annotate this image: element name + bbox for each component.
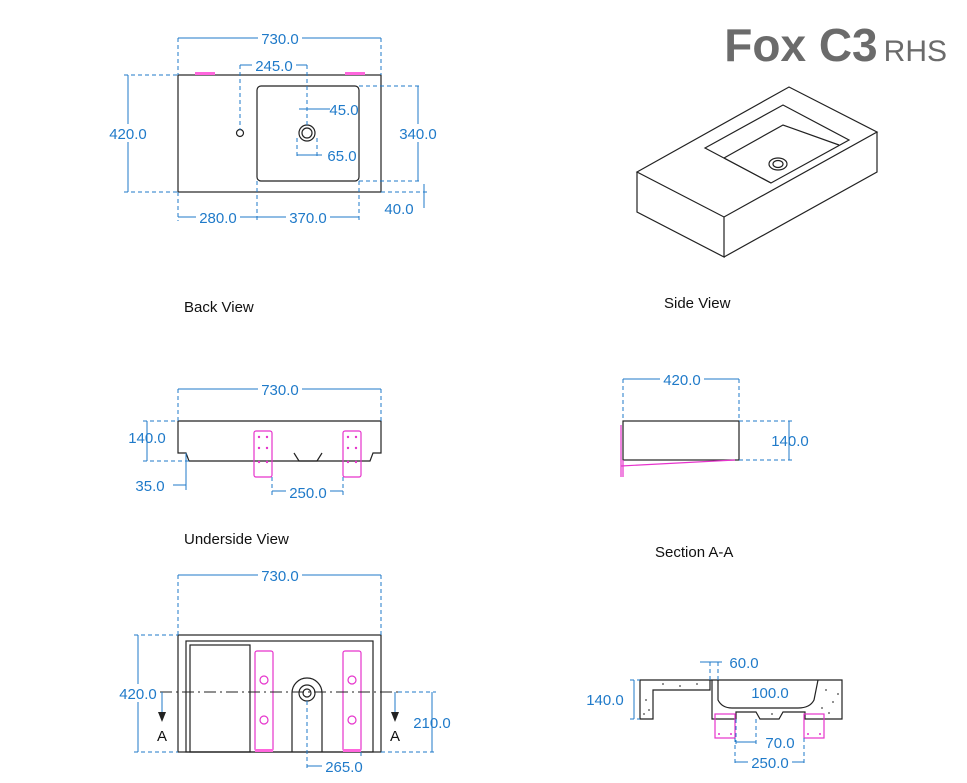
dim-section-bowl: 100.0 [751, 685, 789, 702]
dim-section-waste: 70.0 [765, 735, 794, 752]
dim-back-height: 140.0 [128, 430, 166, 447]
dim-top-width: 730.0 [261, 31, 299, 48]
section-marker-right: A [390, 728, 400, 745]
dim-top-hole: 45.0 [329, 102, 358, 119]
dim-under-depth: 420.0 [119, 686, 157, 703]
label-side-view: Side View [664, 295, 731, 312]
dim-top-bowl-height: 340.0 [399, 126, 437, 143]
dim-top-hole2: 65.0 [327, 148, 356, 165]
dim-top-left: 280.0 [199, 210, 237, 227]
dim-top-edge: 40.0 [384, 201, 413, 218]
dim-back-width: 730.0 [261, 382, 299, 399]
label-underside-view: Underside View [184, 531, 289, 548]
dim-section-bracket: 250.0 [751, 755, 789, 772]
section-view: 140.0 60.0 100.0 70.0 250.0 [586, 655, 843, 772]
dim-top-offset: 245.0 [255, 58, 293, 75]
dim-under-waste: 265.0 [325, 759, 363, 776]
dim-top-bowl-width: 370.0 [289, 210, 327, 227]
bowl-outline [256, 85, 360, 182]
tap-hole [235, 128, 245, 138]
dim-top-height: 420.0 [109, 126, 147, 143]
label-back-view: Back View [184, 299, 254, 316]
dim-back-recess: 35.0 [135, 478, 164, 495]
dim-back-bracket: 250.0 [289, 485, 327, 502]
dim-side-depth: 420.0 [663, 372, 701, 389]
product-variant: RHS [883, 35, 947, 68]
top-view: 730.0 245.0 45.0 65.0 420.0 340.0 40.0 [106, 29, 440, 227]
dim-under-width: 730.0 [261, 568, 299, 585]
product-name: Fox C3 [724, 19, 878, 71]
section-marker-left: A [157, 728, 167, 745]
label-section-view: Section A-A [655, 544, 733, 561]
waste-inner [301, 127, 313, 139]
underside-view: A A 730.0 420.0 210.0 265.0 [116, 566, 451, 776]
bracket-top-right [345, 72, 365, 75]
dim-under-half: 210.0 [413, 715, 451, 732]
back-view: 730.0 140.0 35.0 250.0 [128, 380, 382, 502]
isometric-view [635, 86, 879, 258]
bracket-top-left [195, 72, 215, 75]
dim-side-height: 140.0 [771, 433, 809, 450]
dim-section-height: 140.0 [586, 692, 624, 709]
basin-outline [177, 74, 382, 193]
side-view: 420.0 140.0 [620, 370, 809, 477]
dim-section-lip: 60.0 [729, 655, 758, 672]
